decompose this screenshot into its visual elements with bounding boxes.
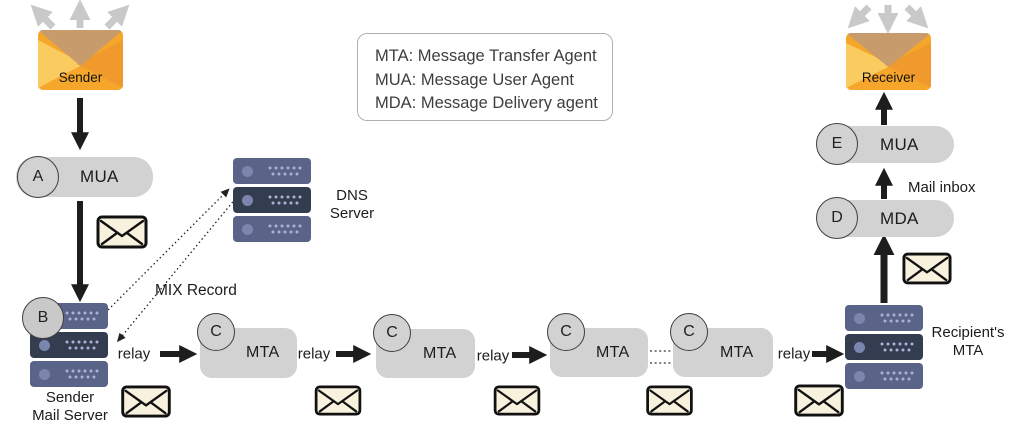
server-led [39, 339, 50, 351]
mail-envelope-icon [314, 385, 362, 416]
step-badge-d: D [816, 197, 858, 239]
relay-label-2: relay [297, 345, 331, 363]
legend-box: MTA: Message Transfer Agent MUA: Message… [357, 33, 613, 121]
dns-query-dashed-arrow [101, 188, 230, 317]
server-unit [233, 216, 311, 242]
server-unit [845, 334, 923, 360]
server-led [242, 194, 253, 206]
step-badge-e: E [816, 123, 858, 165]
server-vents [880, 313, 914, 323]
mail-envelope-icon [121, 385, 171, 418]
recipient-mta-label: Recipient's MTA [931, 324, 1005, 359]
server-unit [30, 361, 108, 387]
dns-server-icon [233, 158, 311, 242]
step-badge-a: A [17, 156, 59, 198]
sender-envelope: Sender [38, 30, 123, 90]
server-unit [233, 187, 311, 213]
server-vents [880, 342, 914, 352]
dns-response-dashed-arrow [116, 191, 242, 343]
receiver-envelope: Receiver [846, 33, 931, 90]
server-led [854, 312, 865, 324]
step-badge-c: C [197, 313, 235, 351]
server-vents [65, 311, 99, 321]
relay-label-4: relay [777, 345, 811, 363]
envelope-icon [846, 33, 931, 90]
mail-envelope-icon [96, 215, 148, 249]
server-vents [880, 371, 914, 381]
server-led [854, 370, 865, 382]
relay-label-3: relay [476, 347, 510, 365]
node-mua-receiver: E MUA [816, 123, 954, 165]
mail-envelope-icon [493, 385, 541, 416]
legend-line-mta: MTA: Message Transfer Agent [375, 47, 597, 65]
mta-chain-continuation-dots [650, 350, 671, 364]
step-badge-c: C [373, 314, 411, 352]
mail-inbox-label: Mail inbox [908, 179, 976, 196]
server-vents [268, 195, 302, 205]
receiver-incoming-arrows-icon [847, 4, 929, 34]
server-vents [65, 369, 99, 379]
node-label: MDA [880, 208, 919, 228]
server-led [39, 368, 50, 380]
sender-mail-server-label: Sender Mail Server [32, 389, 108, 424]
recipient-mta-server-icon [845, 305, 923, 389]
server-unit [845, 305, 923, 331]
node-label: MTA [246, 344, 280, 361]
receiver-label: Receiver [861, 70, 916, 85]
relay-label-1: relay [117, 345, 151, 363]
server-led [242, 165, 253, 177]
mail-envelope-icon [646, 385, 693, 416]
node-label: MTA [423, 344, 457, 362]
node-mta-3: C MTA [547, 313, 648, 377]
node-mta-1: C MTA [197, 313, 297, 378]
sender-broadcast-arrows-icon [30, 0, 130, 30]
legend-line-mua: MUA: Message User Agent [375, 70, 574, 89]
sender-label: Sender [58, 70, 103, 85]
mail-envelope-icon [902, 252, 952, 285]
node-label: MTA [720, 343, 754, 361]
node-label: MUA [880, 134, 919, 154]
server-vents [268, 224, 302, 234]
node-mua-sender: A MUA [16, 156, 153, 198]
server-led [854, 341, 865, 353]
node-mda: D MDA [816, 197, 954, 239]
mail-envelope-icon [794, 384, 844, 417]
server-unit [233, 158, 311, 184]
server-unit [845, 363, 923, 389]
node-label: MTA [596, 343, 630, 361]
node-mta-4: C MTA [670, 313, 773, 377]
server-vents [268, 166, 302, 176]
mix-record-label: MIX Record [155, 282, 237, 299]
envelope-icon [38, 30, 123, 90]
step-badge-c: C [670, 313, 708, 351]
server-led [242, 223, 253, 235]
server-vents [65, 340, 99, 350]
node-mta-2: C MTA [373, 314, 475, 378]
dns-server-label: DNS Server [329, 187, 375, 222]
legend-line-mda: MDA: Message Delivery agent [375, 94, 598, 112]
node-label: MUA [80, 167, 119, 186]
step-badge-c: C [547, 313, 585, 351]
step-badge-b: B [22, 297, 64, 339]
